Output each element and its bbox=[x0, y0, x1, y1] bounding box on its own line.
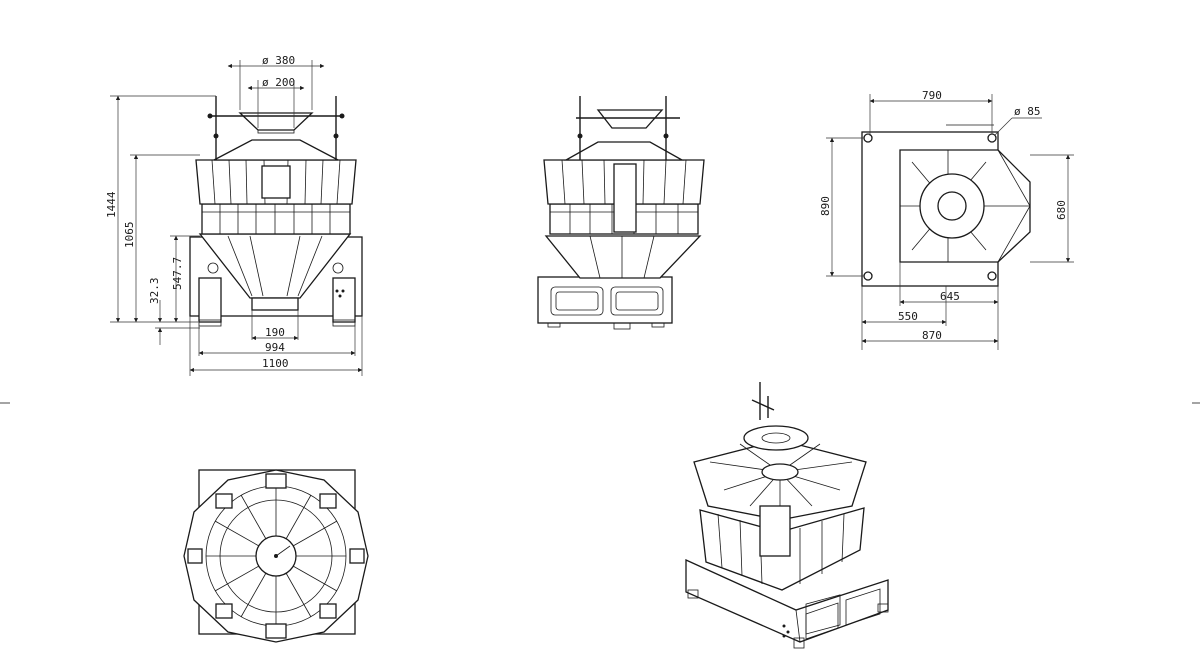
side-top-cone bbox=[563, 141, 685, 161]
left-leg bbox=[198, 277, 222, 323]
mount-hole-tr bbox=[987, 133, 997, 143]
side-control-box bbox=[537, 276, 673, 324]
dim-height-1065: 1065 bbox=[123, 222, 136, 249]
mount-hole-br bbox=[987, 271, 997, 281]
dim-height-32: 32.3 bbox=[148, 278, 161, 305]
side-view bbox=[537, 96, 705, 330]
front-dimensions: ø 380 ø 200 1444 1065 547.7 32.3 190 994 bbox=[105, 54, 363, 376]
dim-width-870: 870 bbox=[922, 329, 942, 342]
iso-panel-right bbox=[845, 588, 881, 626]
dim-depth-890: 890 bbox=[819, 196, 832, 216]
weigh-bucket-row bbox=[201, 203, 351, 235]
side-funnel bbox=[544, 235, 702, 279]
dim-depth-680: 680 bbox=[1055, 200, 1068, 220]
iso-center-column bbox=[759, 505, 791, 557]
mount-hole-bl bbox=[863, 271, 873, 281]
dim-dia-200: ø 200 bbox=[262, 76, 295, 89]
dim-width-994: 994 bbox=[265, 341, 285, 354]
top-center-hole bbox=[937, 191, 967, 221]
dim-hole-dia-85: ø 85 bbox=[1014, 105, 1041, 118]
dim-height-1444: 1444 bbox=[105, 191, 118, 218]
top-dimensions: 790 ø 85 890 680 645 550 870 bbox=[819, 89, 1074, 350]
panel-screws bbox=[335, 289, 345, 298]
isometric-view bbox=[685, 382, 889, 649]
top-view bbox=[861, 124, 1031, 287]
side-panel-right bbox=[610, 286, 664, 316]
dim-width-645: 645 bbox=[940, 290, 960, 303]
iso-top-disc bbox=[761, 463, 799, 481]
discharge-chute bbox=[251, 297, 299, 311]
dim-width-790: 790 bbox=[922, 89, 942, 102]
top-cone bbox=[213, 139, 339, 161]
right-leg bbox=[332, 277, 356, 323]
mount-hole-tl bbox=[863, 133, 873, 143]
dim-dia-380: ø 380 bbox=[262, 54, 295, 67]
right-foot bbox=[332, 319, 356, 327]
iso-panel-left bbox=[805, 602, 839, 640]
iso-screws bbox=[782, 624, 790, 638]
front-view bbox=[189, 96, 363, 327]
feed-bucket-row bbox=[195, 159, 357, 205]
dim-height-547: 547.7 bbox=[171, 257, 184, 290]
iso-hopper bbox=[743, 425, 809, 451]
bottom-bucket-blocks bbox=[187, 473, 365, 639]
bottom-radial-chutes bbox=[206, 486, 346, 626]
dim-width-550: 550 bbox=[898, 310, 918, 323]
side-panel-left bbox=[550, 286, 604, 316]
side-hopper bbox=[596, 109, 664, 129]
right-eyebolt bbox=[332, 262, 344, 274]
dim-width-190: 190 bbox=[265, 326, 285, 339]
left-eyebolt bbox=[207, 262, 219, 274]
left-foot bbox=[198, 319, 222, 327]
dim-width-1100: 1100 bbox=[262, 357, 289, 370]
bottom-view bbox=[183, 469, 369, 643]
